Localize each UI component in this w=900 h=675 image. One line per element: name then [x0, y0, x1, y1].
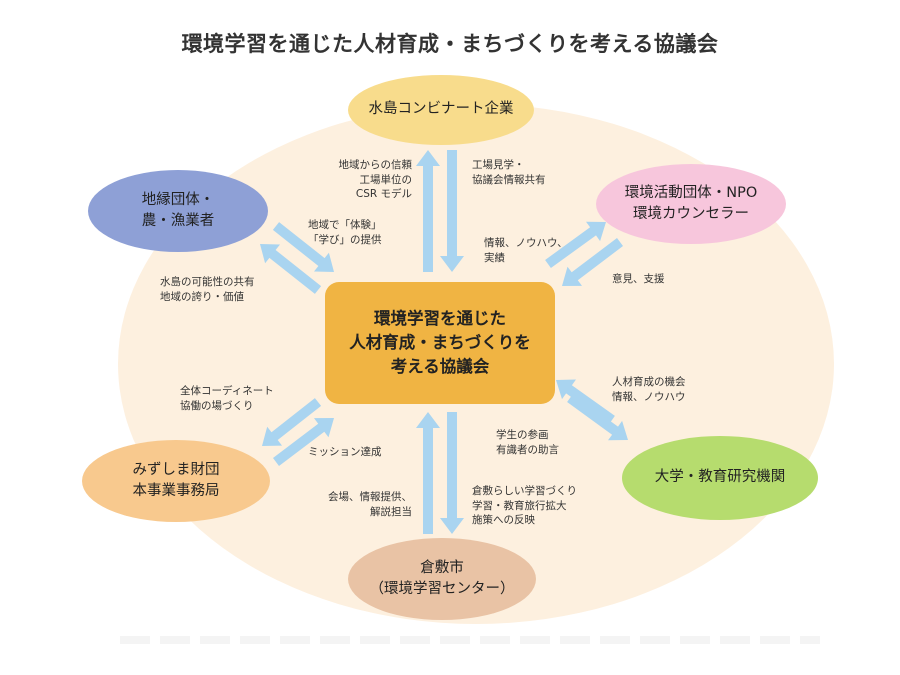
label-lt-upper-2: 「学び」の提供	[308, 233, 382, 246]
label-right-bottom-upper: 人材育成の機会 情報、ノウハウ	[612, 375, 686, 404]
label-right-top-upper: 情報、ノウハウ、 実績	[484, 236, 568, 265]
arrow-center-to-righttop	[545, 221, 606, 268]
label-left-top-upper: 地域で「体験」 「学び」の提供	[308, 218, 382, 247]
arrow-center-to-bottom	[440, 412, 464, 534]
label-rb-lower-1: 学生の参画	[496, 429, 549, 441]
node-left-bottom-line-1: みずしま財団	[132, 461, 220, 478]
label-rt-lower-1: 意見、支援	[612, 273, 665, 285]
label-bottom-right: 倉敷らしい学習づくり 学習・教育旅行拡大 施策への反映	[472, 484, 577, 528]
label-lb-upper-2: 協働の場づくり	[180, 399, 254, 412]
node-top-line-1: 水島コンビナート企業	[368, 101, 514, 118]
node-bottom-line-1: 倉敷市	[420, 559, 464, 576]
arrow-top-to-center	[440, 150, 464, 272]
arrow-center-to-rightbottom	[567, 394, 628, 441]
node-right-top-line-1: 環境活動団体・NPO	[624, 184, 758, 201]
label-right-top-lower: 意見、支援	[612, 272, 665, 287]
label-right-bottom-lower: 学生の参画 有識者の助言	[496, 428, 559, 457]
label-rb-lower-2: 有識者の助言	[496, 443, 559, 456]
arrow-righttop-to-center	[562, 238, 623, 286]
node-environmental-npo: 環境活動団体・NPO 環境カウンセラー	[596, 164, 786, 244]
label-top-left: 地域からの信頼 工場単位の CSR モデル	[339, 158, 413, 202]
bottom-decorative-strip	[120, 636, 820, 644]
arrow-lefttop-to-center	[272, 222, 334, 272]
center-line-3: 考える協議会	[390, 356, 490, 376]
node-mizushima-companies: 水島コンビナート企業	[348, 75, 534, 145]
arrow-leftbottom-to-center	[273, 418, 334, 466]
label-lb-upper-1: 全体コーディネート	[180, 385, 274, 397]
label-bottom-right-2: 学習・教育旅行拡大	[472, 499, 567, 512]
label-rt-upper-1: 情報、ノウハウ、	[484, 237, 568, 249]
label-rt-upper-2: 実績	[484, 251, 505, 264]
label-top-right-2: 協議会情報共有	[472, 173, 546, 186]
node-kurashiki-city: 倉敷市 （環境学習センター）	[348, 538, 536, 620]
label-rb-upper-1: 人材育成の機会	[612, 376, 686, 388]
label-bottom-left: 会場、情報提供、 解説担当	[328, 490, 412, 519]
label-rb-upper-2: 情報、ノウハウ	[612, 390, 686, 403]
node-left-top-line-1: 地縁団体・	[141, 191, 215, 208]
diagram-title: 環境学習を通じた人材育成・まちづくりを考える協議会	[181, 32, 719, 56]
label-bottom-right-1: 倉敷らしい学習づくり	[472, 485, 577, 497]
label-lt-lower-2: 地域の誇り・価値	[160, 290, 244, 303]
label-bottom-left-2: 解説担当	[370, 505, 412, 518]
node-right-bottom-line-1: 大学・教育研究機関	[654, 469, 786, 486]
node-bottom-line-2: （環境学習センター）	[369, 581, 515, 597]
label-bottom-right-3: 施策への反映	[472, 514, 535, 527]
label-left-bottom-lower: ミッション達成	[308, 445, 382, 460]
node-community-groups: 地縁団体・ 農・漁業者	[88, 170, 268, 252]
node-left-top-line-2: 農・漁業者	[141, 213, 215, 229]
arrow-center-to-top	[416, 150, 440, 272]
label-lb-lower-1: ミッション達成	[308, 446, 382, 458]
center-line-2: 人材育成・まちづくりを	[349, 333, 531, 353]
central-council-box: 環境学習を通じた 人材育成・まちづくりを 考える協議会	[325, 282, 555, 404]
label-lt-upper-1: 地域で「体験」	[308, 219, 382, 231]
label-top-right-1: 工場見学・	[472, 159, 525, 171]
node-mizushima-foundation: みずしま財団 本事業事務局	[82, 440, 270, 522]
label-top-left-2: 工場単位の	[359, 173, 413, 186]
center-line-1: 環境学習を通じた	[374, 309, 506, 329]
arrow-rightbottom-to-center	[556, 379, 615, 425]
label-bottom-left-1: 会場、情報提供、	[328, 491, 412, 503]
label-left-bottom-upper: 全体コーディネート 協働の場づくり	[180, 384, 274, 413]
node-left-bottom-line-2: 本事業事務局	[132, 483, 220, 499]
arrow-bottom-to-center	[416, 412, 440, 534]
arrow-center-to-lefttop	[260, 244, 322, 294]
label-lt-lower-1: 水島の可能性の共有	[160, 276, 255, 288]
label-top-right: 工場見学・ 協議会情報共有	[472, 158, 546, 187]
label-top-left-1: 地域からの信頼	[338, 159, 413, 171]
node-university: 大学・教育研究機関	[622, 436, 818, 520]
arrow-center-to-leftbottom	[262, 398, 322, 446]
label-top-left-3: CSR モデル	[355, 188, 412, 201]
node-right-top-line-2: 環境カウンセラー	[633, 206, 749, 222]
label-left-top-lower: 水島の可能性の共有 地域の誇り・価値	[160, 275, 255, 304]
